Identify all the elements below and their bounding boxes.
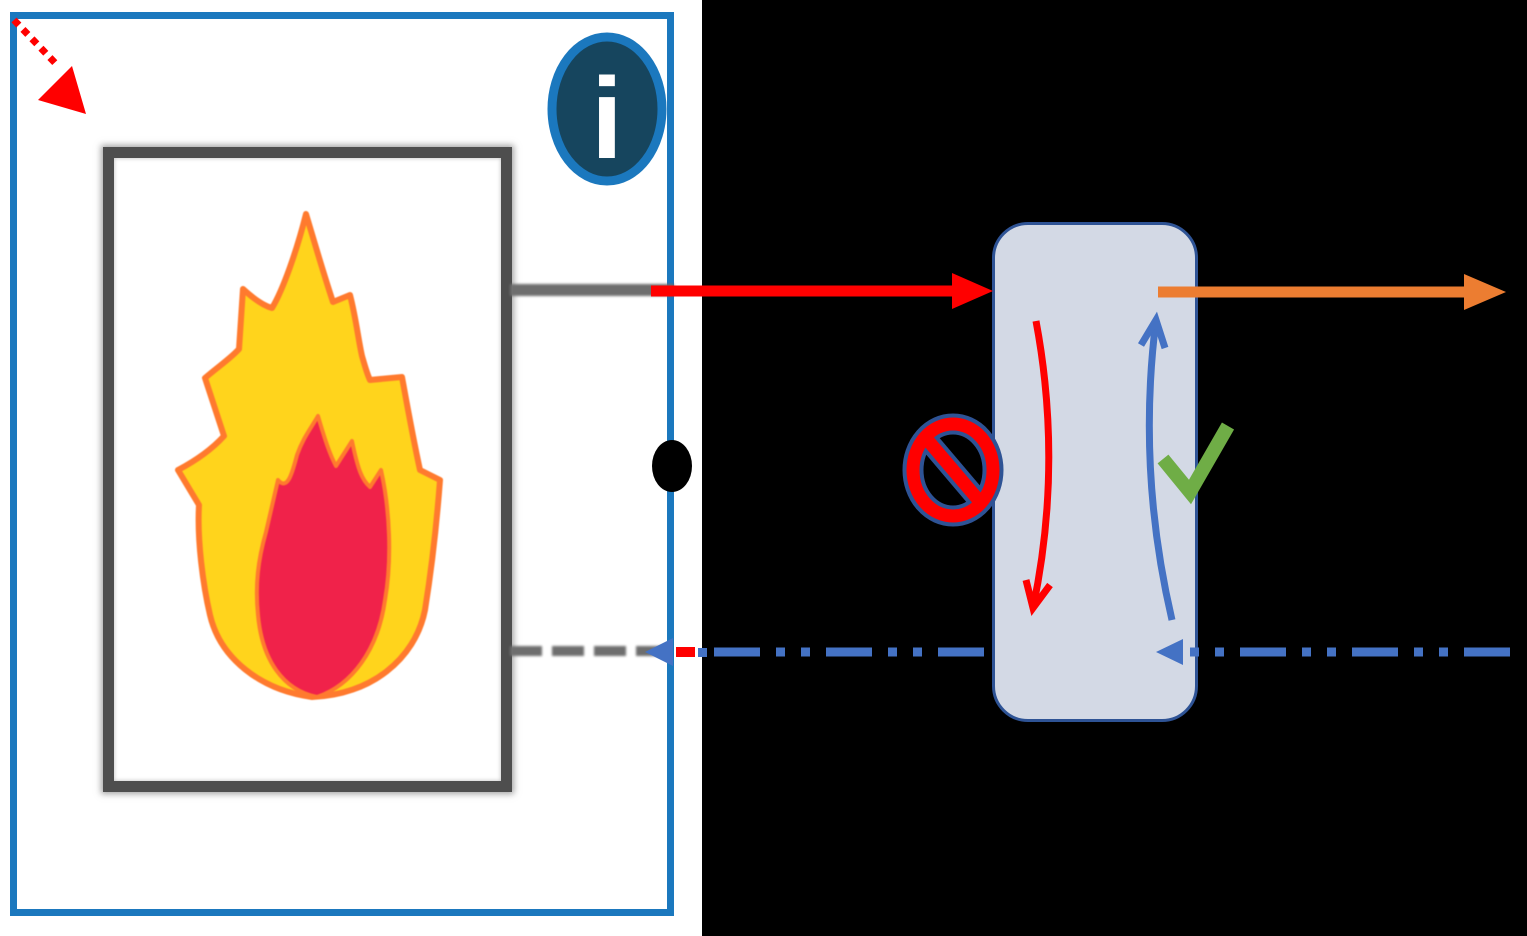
red-curve-shaft bbox=[1029, 320, 1053, 609]
info-icon[interactable]: i bbox=[545, 30, 669, 188]
orange-outlet-head bbox=[1464, 274, 1506, 310]
red-supply-head bbox=[952, 273, 993, 309]
red-dotted-diagonal-arrow bbox=[11, 17, 86, 114]
red-supply-arrow bbox=[651, 273, 993, 309]
info-icon-circle bbox=[547, 32, 667, 186]
heat-exchanger-vessel bbox=[992, 222, 1198, 722]
orange-outlet-arrow bbox=[1158, 274, 1506, 310]
blue-curve-shaft bbox=[1145, 319, 1176, 621]
no-symbol-slash bbox=[920, 432, 986, 508]
checkmark-icon bbox=[1157, 422, 1235, 505]
diagonal-arrow-head bbox=[38, 66, 86, 114]
diagonal-arrow-shaft bbox=[11, 17, 61, 69]
furnace-return-connector bbox=[510, 646, 662, 656]
blue-return-dot bbox=[698, 648, 707, 657]
info-icon-glyph: i bbox=[591, 55, 623, 183]
red-curve-head bbox=[1022, 579, 1053, 617]
red-downward-curve-arrow bbox=[1022, 320, 1053, 617]
flame-inner bbox=[254, 414, 392, 699]
blue-curve-head bbox=[1137, 311, 1169, 350]
red-return-dash bbox=[676, 647, 695, 657]
no-symbol-icon bbox=[902, 413, 1004, 527]
furnace-supply-connector bbox=[510, 284, 674, 296]
boundary-port-dot bbox=[652, 440, 692, 492]
blue-return-arrow-left bbox=[645, 638, 991, 666]
blue-return-arrow-right bbox=[1156, 639, 1510, 665]
blue-upward-curve-arrow bbox=[1137, 311, 1176, 621]
no-symbol-ring bbox=[906, 417, 1000, 523]
flame-icon bbox=[175, 211, 443, 700]
blue-return-left-head bbox=[645, 638, 673, 666]
blue-return-right-head bbox=[1156, 639, 1183, 665]
